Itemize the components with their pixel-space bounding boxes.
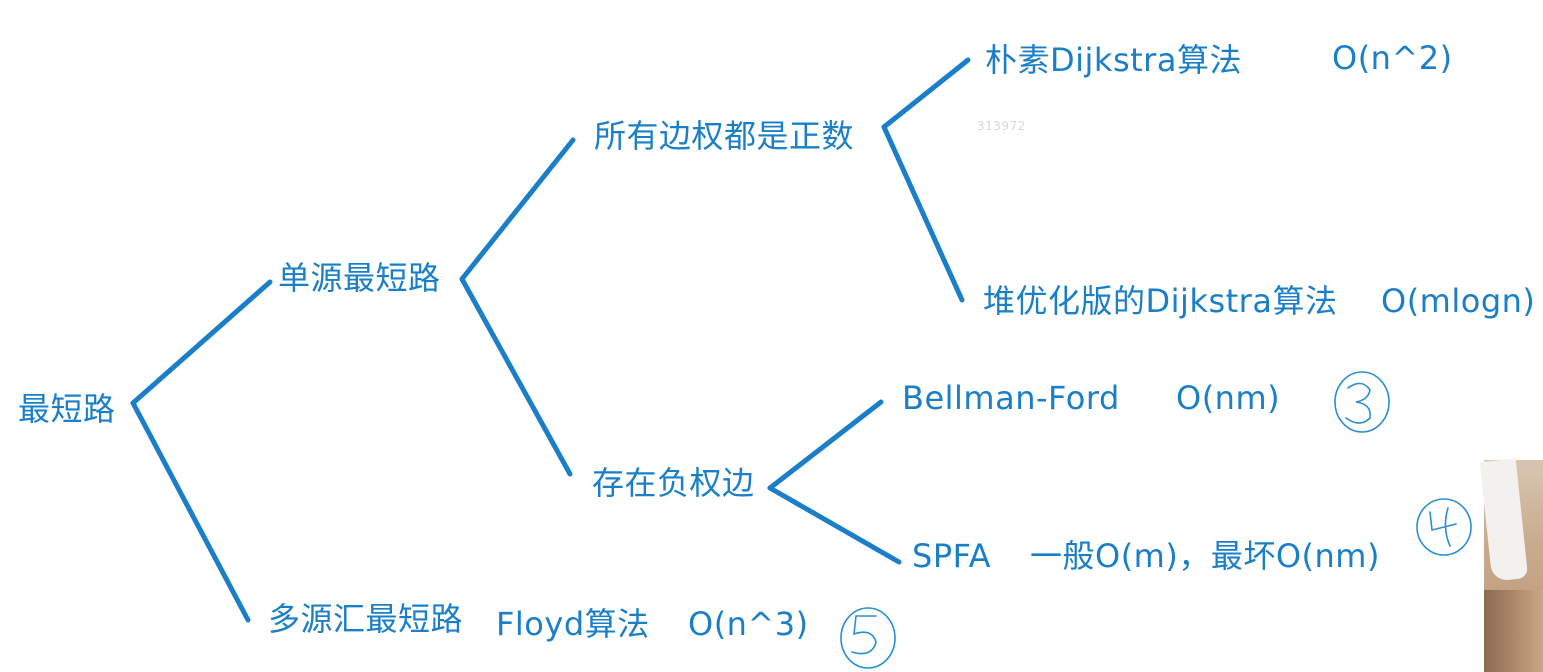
circled-4-annotation	[1416, 498, 1472, 556]
node-floyd: Floyd算法	[496, 605, 650, 643]
node-spfa: SPFA	[912, 537, 991, 575]
edge-negative-to-bellman	[767, 399, 884, 491]
complexity-spfa: 一般O(m)，最坏O(nm)	[1030, 537, 1380, 575]
node-heap-dijkstra: 堆优化版的Dijkstra算法	[983, 282, 1338, 320]
edge-positive-to-naive	[881, 57, 971, 130]
edge-single-to-positive	[459, 137, 576, 282]
webcam-shadow	[1484, 590, 1543, 672]
circled-3-annotation	[1334, 371, 1390, 433]
complexity-floyd: O(n^3)	[688, 605, 809, 643]
edge-negative-to-spfa	[767, 485, 902, 565]
edge-single-to-negative	[459, 276, 573, 477]
complexity-heap-dijkstra: O(mlogn)	[1381, 282, 1536, 320]
edge-positive-to-heap	[881, 124, 965, 303]
node-negative: 存在负权边	[592, 464, 755, 502]
node-naive-dijkstra: 朴素Dijkstra算法	[985, 41, 1242, 79]
webcam-paper	[1479, 458, 1529, 582]
node-multi-source: 多源汇最短路	[268, 600, 464, 638]
node-root: 最短路	[18, 390, 116, 428]
node-single-source: 单源最短路	[278, 259, 441, 297]
circled-5-annotation	[840, 607, 896, 669]
watermark-text: 313972	[977, 119, 1026, 133]
webcam-overlay	[1479, 458, 1543, 672]
edge-root-to-multi	[130, 400, 251, 623]
node-bellman-ford: Bellman-Ford	[902, 379, 1120, 417]
edge-root-to-single	[130, 279, 273, 406]
complexity-bellman-ford: O(nm)	[1176, 379, 1281, 417]
node-all-positive: 所有边权都是正数	[594, 117, 855, 155]
complexity-naive-dijkstra: O(n^2)	[1332, 39, 1453, 77]
